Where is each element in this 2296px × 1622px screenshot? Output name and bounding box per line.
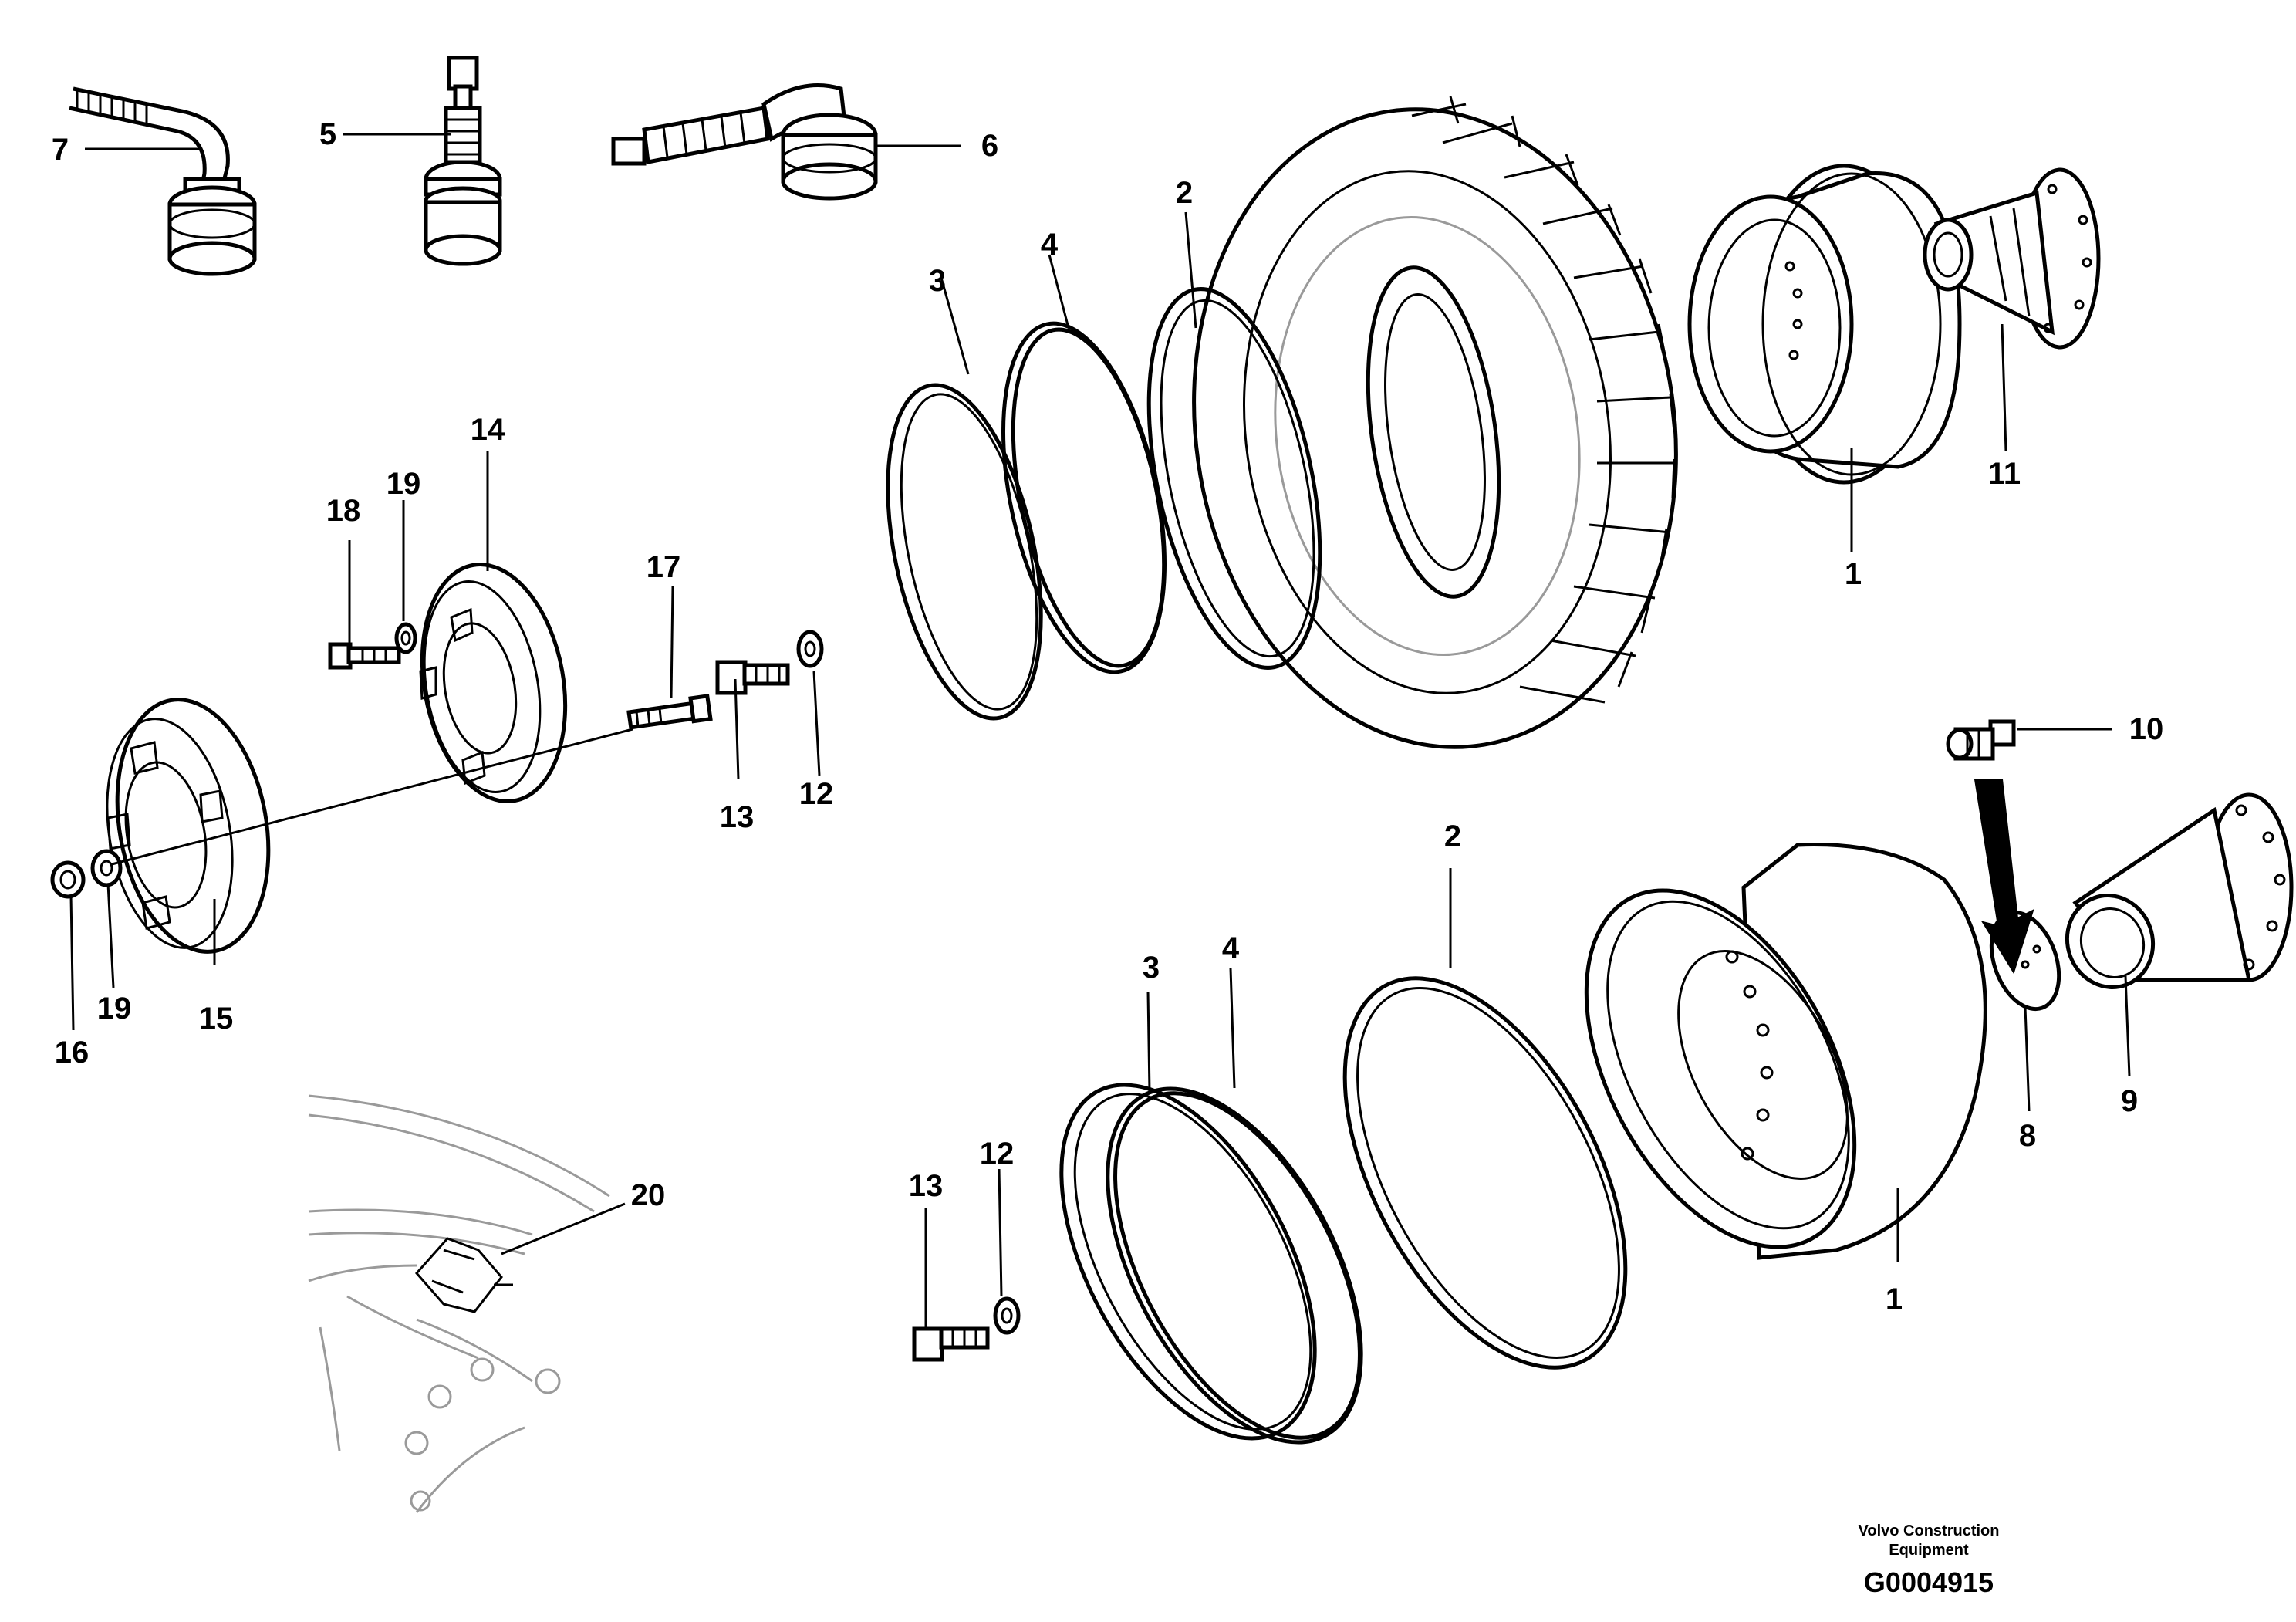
figure-code: G0004915: [1863, 1566, 1994, 1598]
flange-ring-bottom-2: [1342, 976, 1628, 1370]
callout-4-bottom: 4: [1222, 931, 1240, 965]
callout-6: 6: [981, 129, 998, 163]
callout-5: 5: [319, 117, 336, 151]
washer-12-bottom: [993, 1296, 1021, 1335]
callout-15: 15: [199, 1002, 234, 1036]
callout-19-bottom: 19: [97, 992, 132, 1026]
callout-3-top: 3: [929, 264, 946, 298]
valve-stem-straight-5: [424, 56, 502, 266]
bolt-13-mid: [715, 660, 790, 695]
bolt-17: [626, 694, 713, 730]
callout-10: 10: [2129, 712, 2164, 746]
lock-ring-top-3: [886, 383, 1043, 721]
callout-4-top: 4: [1041, 228, 1059, 262]
rim-top: [1687, 164, 1962, 485]
arrow-10-to-8: [1974, 779, 2034, 975]
callout-19-top: 19: [387, 467, 421, 501]
leader-lines: [69, 133, 2131, 1327]
detail-view-20: [308, 1094, 610, 1513]
callout-numbers: 7 5 6 3 4 2 11 1 10 2 3 4 8 9 1 14 18 19…: [52, 117, 2163, 1316]
callout-12-bottom: 12: [980, 1137, 1015, 1171]
valve-right-angle-6: [611, 83, 878, 201]
washer-12-mid: [796, 630, 824, 668]
flange-ring-top-2: [1146, 287, 1322, 670]
callout-1-bottom: 1: [1886, 1282, 1903, 1316]
washer-19-top: [394, 622, 417, 654]
rim-bottom: [1584, 843, 1987, 1260]
valve-stem-bent-7: [69, 86, 257, 276]
nut-16: [50, 860, 86, 899]
callout-16: 16: [55, 1036, 89, 1070]
publisher-line-2: Equipment: [1889, 1542, 1969, 1559]
plug-10: [1946, 719, 2016, 761]
lock-ring-bottom-3: [1059, 1083, 1317, 1441]
assembly-centerline: [111, 728, 633, 866]
callout-11: 11: [1988, 457, 2021, 491]
tire: [1192, 96, 1678, 749]
callout-17: 17: [647, 550, 681, 584]
callout-13-bottom: 13: [909, 1169, 944, 1203]
side-ring-bottom-4: [1106, 1086, 1363, 1445]
spacer-disc-14: [419, 563, 568, 803]
callout-1-top: 1: [1845, 557, 1862, 591]
callout-13-mid: 13: [720, 800, 755, 834]
callout-2-bottom: 2: [1444, 819, 1461, 853]
publisher-line-1: Volvo Construction: [1858, 1522, 2000, 1539]
callout-18: 18: [326, 494, 361, 528]
hub-bottom-9: [2065, 792, 2294, 989]
bolt-13-bottom: [912, 1326, 990, 1362]
callout-7: 7: [52, 133, 69, 167]
washer-19-bottom: [90, 849, 123, 887]
callout-14: 14: [471, 413, 505, 447]
callout-8: 8: [2019, 1119, 2036, 1153]
callout-3-bottom: 3: [1143, 951, 1160, 985]
callout-12-mid: 12: [799, 777, 834, 811]
callout-20: 20: [631, 1178, 666, 1212]
callout-2-top: 2: [1176, 176, 1193, 210]
callout-9: 9: [2121, 1084, 2138, 1118]
spacer-disc-15: [106, 698, 271, 954]
bolt-18: [328, 642, 401, 670]
hub-top-11: [1923, 167, 2101, 350]
